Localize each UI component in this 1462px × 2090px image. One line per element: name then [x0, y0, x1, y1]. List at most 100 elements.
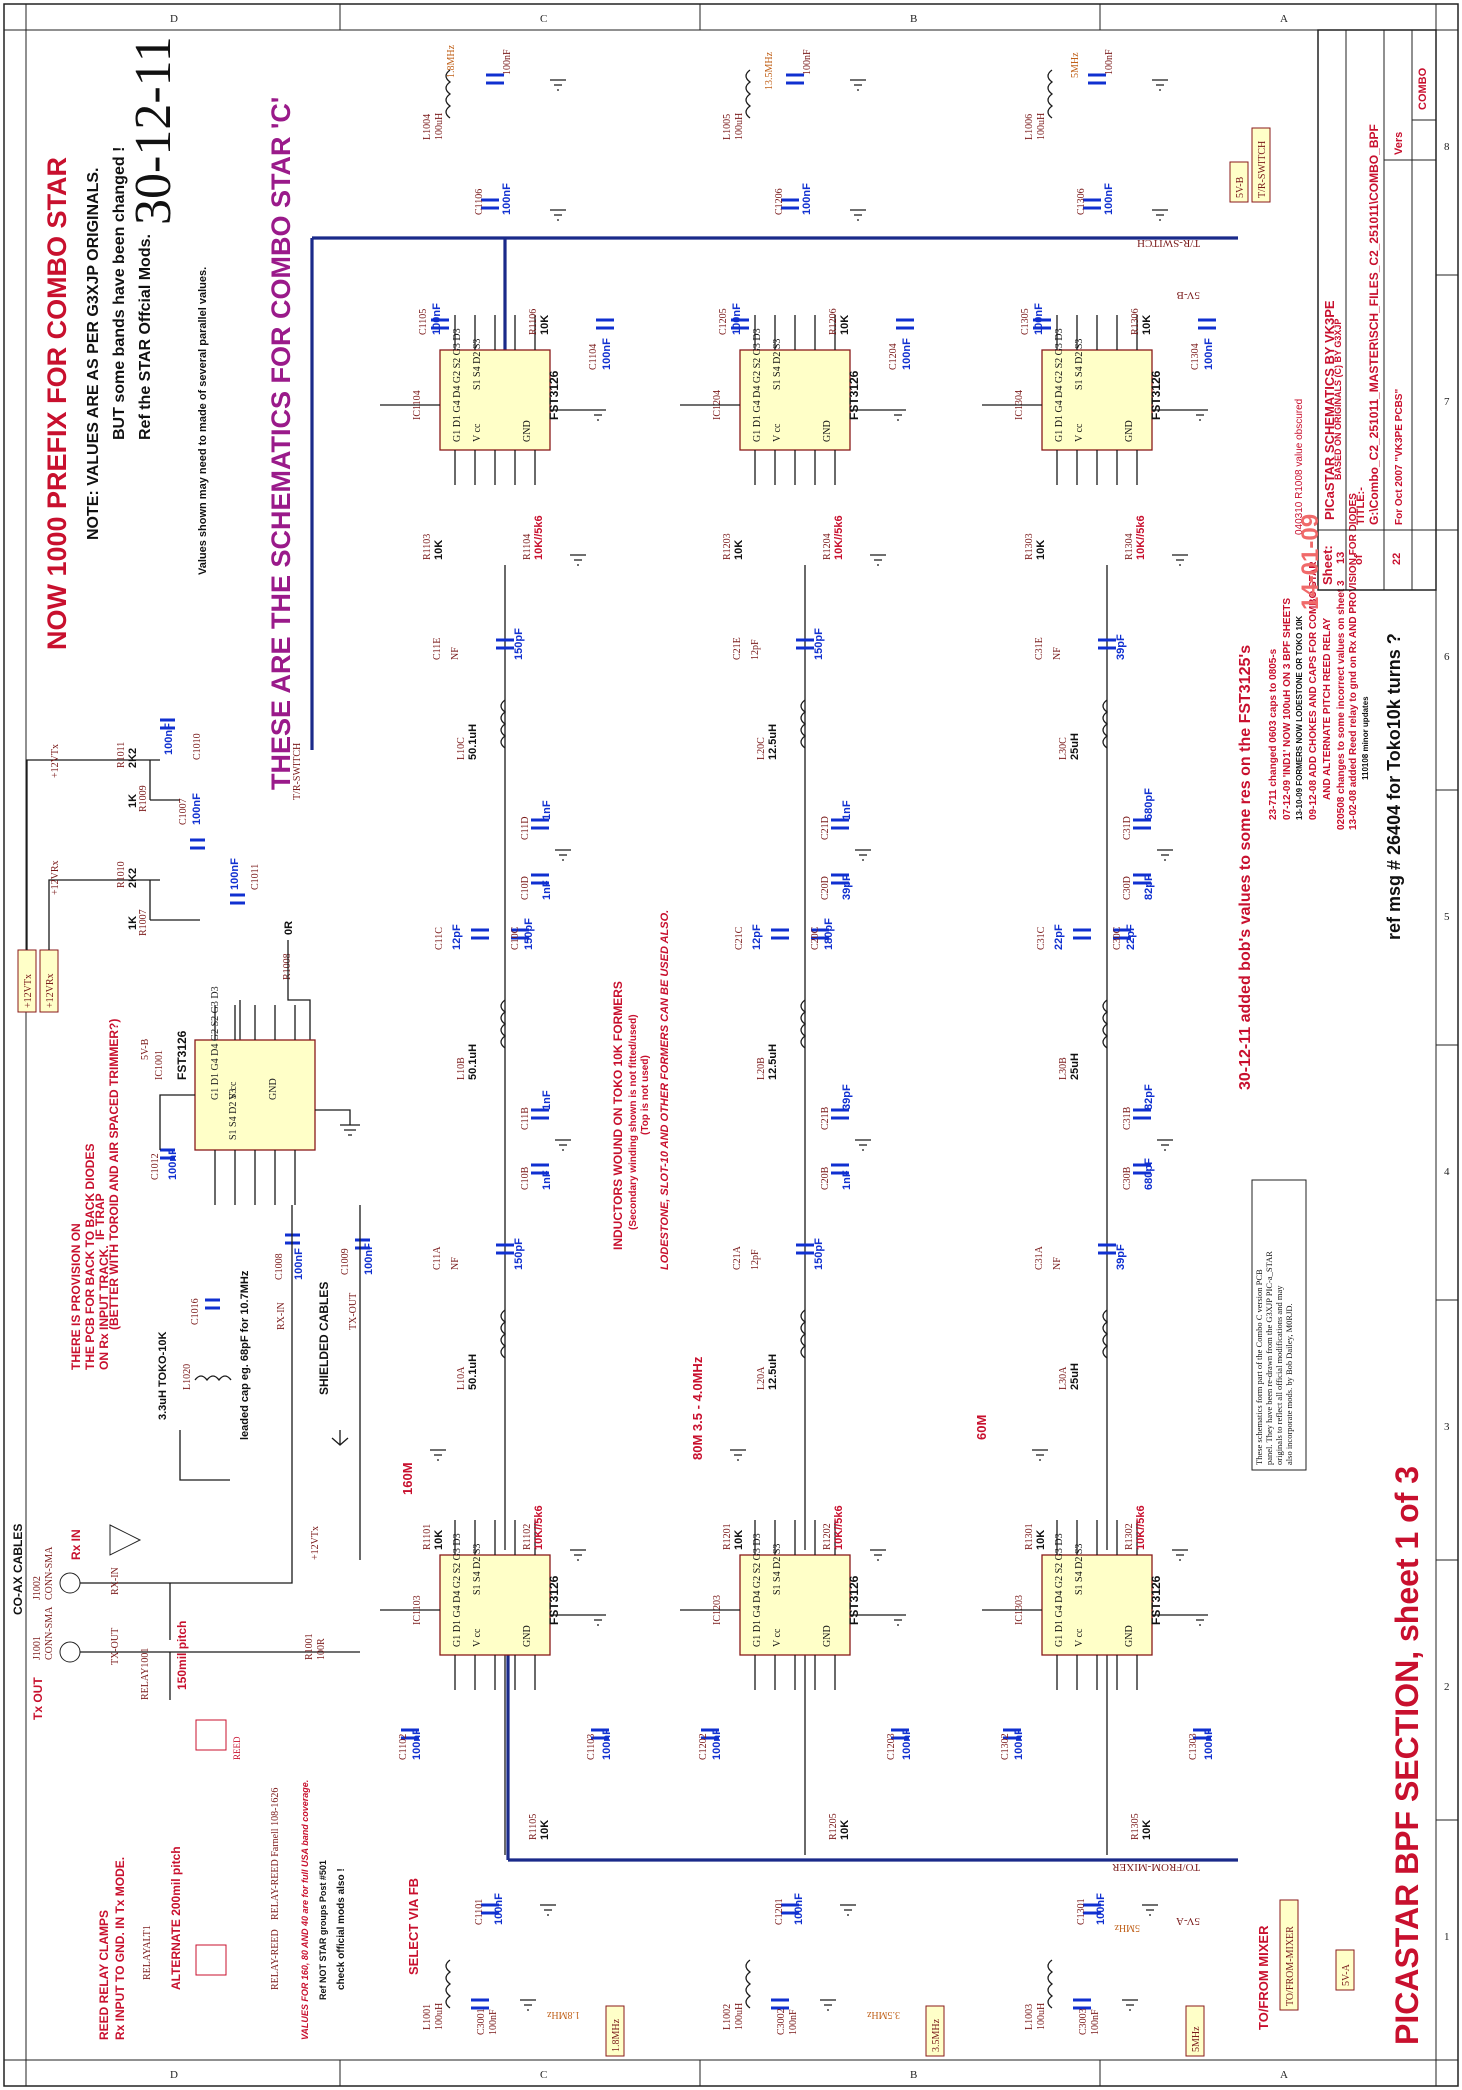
cap-a-ref-3: C31A: [1034, 1245, 1045, 1270]
ic-bottom-3-gnd: GND: [1124, 1625, 1135, 1647]
vers-label: Vers: [1393, 132, 1405, 155]
choke-bottom-value-2: 100uH: [734, 2003, 745, 2030]
cap-b2-value-2: 1nF: [841, 1170, 853, 1190]
cap-b-2: [831, 1108, 849, 1120]
ic-bottom-3-pins-top: G1 D1 G4 D4 G2 S2 G3 D3: [1054, 1533, 1065, 1647]
coax-label: CO-AX CABLES: [11, 1524, 25, 1615]
border-label-7: 7: [1444, 396, 1450, 408]
cap-a-trim-1: NF: [450, 1257, 461, 1270]
border-label-2: 2: [1444, 1681, 1450, 1693]
cap-d2-2: [831, 873, 849, 885]
choke-bottom-value-1: 100uH: [434, 2003, 445, 2030]
svg-text:0R: 0R: [283, 921, 295, 935]
net-12vrx-2: +12VRx: [50, 860, 61, 895]
sheet-no: 13: [1335, 552, 1347, 564]
cap-bottom-ref-1: C3001: [476, 2008, 487, 2035]
res-x01-value-3: 10K: [1035, 1530, 1047, 1550]
vers-value: COMBO: [1417, 67, 1429, 110]
note-line-3: Ref the STAR Offcial Mods.: [137, 234, 154, 440]
cap-e-2: [796, 638, 814, 650]
ind-c-ref-1: L10C: [456, 737, 467, 760]
svg-text:REED: REED: [232, 1736, 242, 1760]
net-12vrx: +12VRx: [45, 973, 56, 1008]
choke-top-ref-1: L1004: [422, 114, 433, 140]
reed-clamps-1: REED RELAY CLAMPS: [97, 1910, 111, 2040]
cap-c-ref-3: C31C: [1036, 926, 1047, 950]
cap-x04-3: [1198, 318, 1216, 330]
cap-x04-1: [596, 318, 614, 330]
res-x06-value-1: 10K: [539, 315, 551, 335]
border-label-1: 1: [1444, 1931, 1450, 1943]
ic-bottom-3-pins-bottom: S1 S4 D2 S3: [1074, 1544, 1085, 1595]
cap-bottom-ref-2: C3002: [776, 2008, 787, 2035]
cap-e-trim-3: NF: [1052, 647, 1063, 660]
inductor-note-3: (Top is not used): [640, 1055, 651, 1135]
ind-b-ref-2: L20B: [756, 1057, 767, 1080]
ic-bottom-1-pins-top: G1 D1 G4 D4 G2 S2 G3 D3: [452, 1533, 463, 1647]
border-label-a-bottom: A: [1280, 2069, 1288, 2081]
svg-text:100nF: 100nF: [363, 1243, 375, 1275]
cap-x06-1: [481, 198, 499, 210]
cap-x02-ref-2: C1202: [698, 1733, 709, 1760]
res-x01-ref-2: R1201: [722, 1523, 733, 1550]
net-12vtx: +12VTx: [23, 974, 34, 1008]
cap-c2-ref-3: C30C: [1112, 926, 1123, 950]
cap-b-value-2: 39pF: [841, 1084, 853, 1110]
cap-x03-value-1: 100nF: [601, 1728, 613, 1760]
cap-x02-3: [1003, 1728, 1021, 1740]
cap-b2-value-1: 1nF: [541, 1170, 553, 1190]
border-label-c-bottom: C: [540, 2069, 547, 2081]
border-label-c: C: [540, 13, 547, 25]
cap-x03-ref-1: C1103: [586, 1734, 597, 1760]
cap-x03-2: [891, 1728, 909, 1740]
ic-top-1-gnd: GND: [522, 420, 533, 442]
sheet-of: of: [1353, 554, 1365, 565]
svg-text:CONN-SMA: CONN-SMA: [44, 1606, 55, 1660]
cap-x05-value-2: 100nF: [731, 303, 743, 335]
cap-top-value-2: 100nF: [802, 49, 813, 75]
rev-note-1: 23-711 changed 0603 caps to 0805-s: [1268, 648, 1279, 820]
ic-top-2-pins-bottom: S1 S4 D2 S3: [772, 339, 783, 390]
cap-a-1: [496, 1243, 514, 1255]
cap-c-2: [771, 928, 789, 940]
res-x05-value-2: 10K: [839, 1820, 851, 1840]
res-x04-value-1: 10K//5k6: [533, 515, 545, 560]
freq-1-8-top: 1.8MHz: [446, 44, 457, 78]
lodestone-note: LODESTONE, SLOT-10 AND OTHER FORMERS CAN…: [659, 910, 671, 1270]
cap-d-3: [1133, 818, 1151, 830]
cap-x06-value-1: 100nF: [501, 183, 513, 215]
cap-bottom-value-3: 100nF: [1090, 2009, 1101, 2035]
cap-b2-ref-1: C10B: [520, 1166, 531, 1190]
ic-bottom-2-part: FST3126: [847, 1575, 861, 1625]
cap-d2-value-1: 1nF: [541, 880, 553, 900]
cap-x02-ref-3: C1302: [1000, 1733, 1011, 1760]
svg-text:J1002: J1002: [32, 1576, 43, 1600]
res-x06-ref-1: R1106: [528, 309, 539, 335]
cap-x01-ref-3: C1301: [1076, 1898, 1087, 1925]
cap-x05-value-1: 100nF: [431, 303, 443, 335]
ic-top-2-part: FST3126: [847, 370, 861, 420]
ic-top-2: [739, 349, 851, 451]
inductor-note-2: (Secondary winding shown is not fitted/u…: [628, 1014, 639, 1230]
reed-clamps-2: Rx INPUT TO GND. IN Tx MODE.: [113, 1857, 127, 2040]
toko-note: 3.3uH TOKO-10K: [157, 1332, 169, 1420]
res-x06-value-3: 10K: [1141, 315, 1153, 335]
band-60m: 60M: [974, 1415, 989, 1440]
cap-d-value-2: 1nF: [841, 800, 853, 820]
svg-text:5V-A: 5V-A: [1341, 1963, 1352, 1986]
sheet-total: 22: [1391, 553, 1403, 565]
cap-x02-ref-1: C1102: [398, 1734, 409, 1760]
cap-x02-2: [701, 1728, 719, 1740]
rev-note-4: 09-12-08 ADD CHOKES AND CAPS FOR COMBO S…: [1308, 561, 1319, 820]
cap-a-ref-2: C21A: [732, 1245, 743, 1270]
rev-note-8: 110108 minor updates: [1361, 696, 1370, 780]
cap-x04-ref-2: C1204: [888, 343, 899, 370]
ind-a-ref-2: L20A: [756, 1366, 767, 1390]
ic-bottom-2: [739, 1554, 851, 1656]
ind-c-3: [1102, 699, 1109, 749]
band-80m: 80M 3.5 - 4.0MHz: [690, 1356, 705, 1460]
ic-bottom-3-part: FST3126: [1149, 1575, 1163, 1625]
ind-b-ref-1: L10B: [456, 1057, 467, 1080]
cap-c2-3: [1113, 928, 1131, 940]
